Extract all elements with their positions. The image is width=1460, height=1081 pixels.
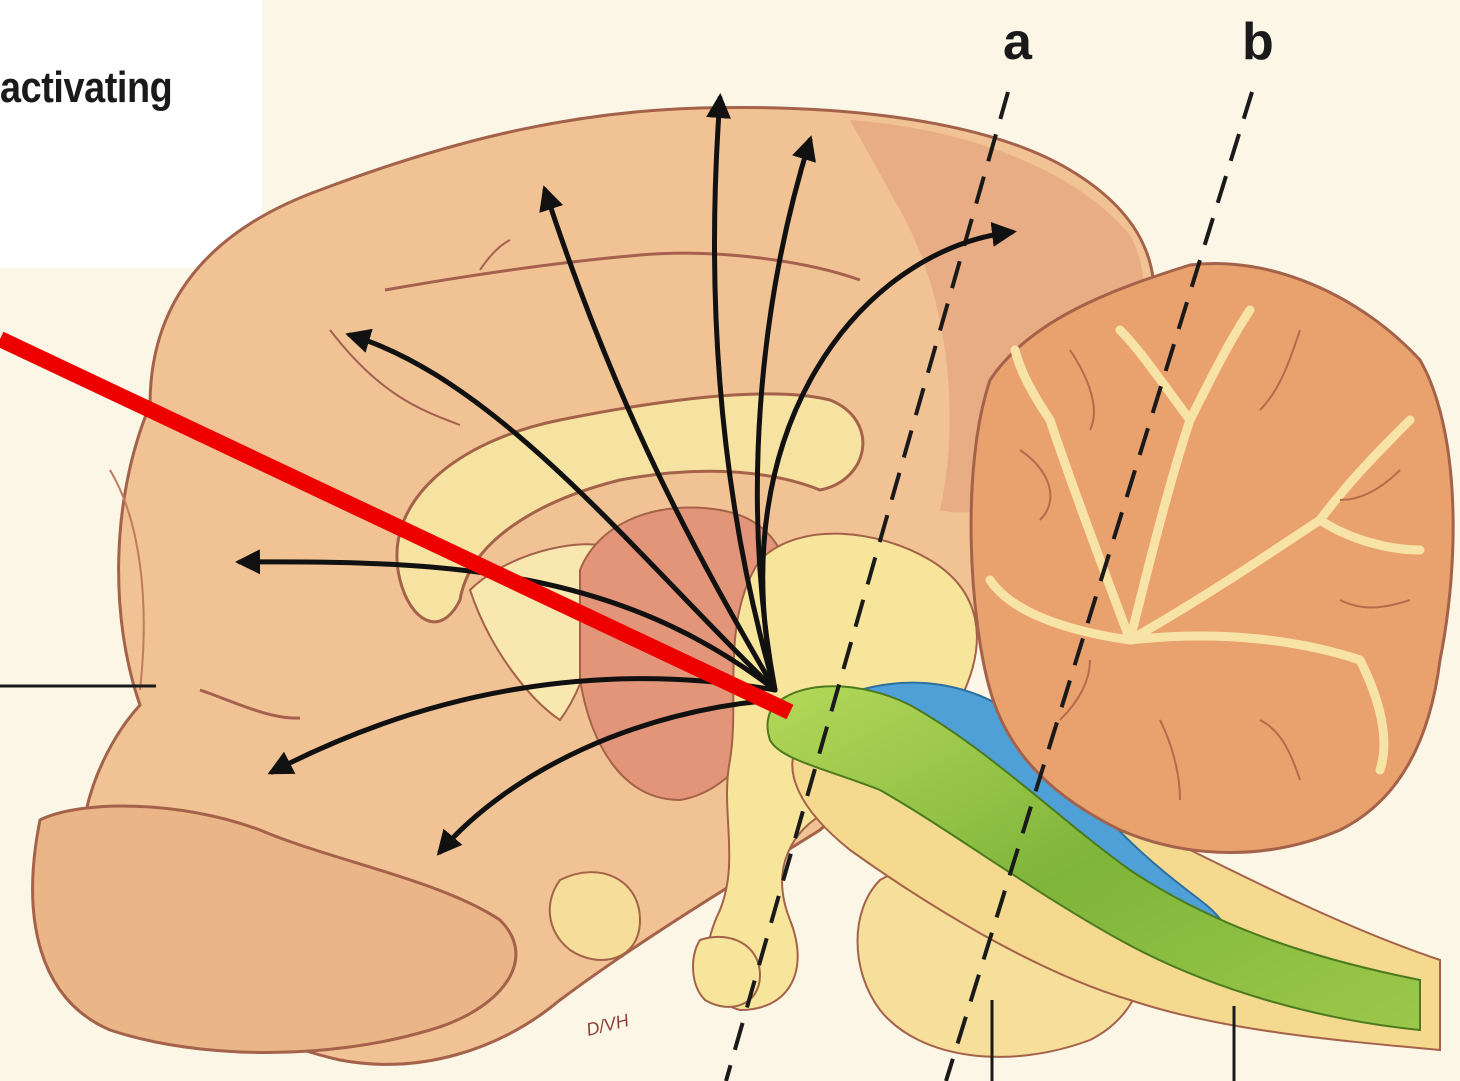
title-panel [0, 0, 262, 268]
section-label-a: a [1003, 16, 1032, 68]
title-fragment: activating [0, 66, 172, 110]
section-label-b: b [1242, 16, 1274, 68]
